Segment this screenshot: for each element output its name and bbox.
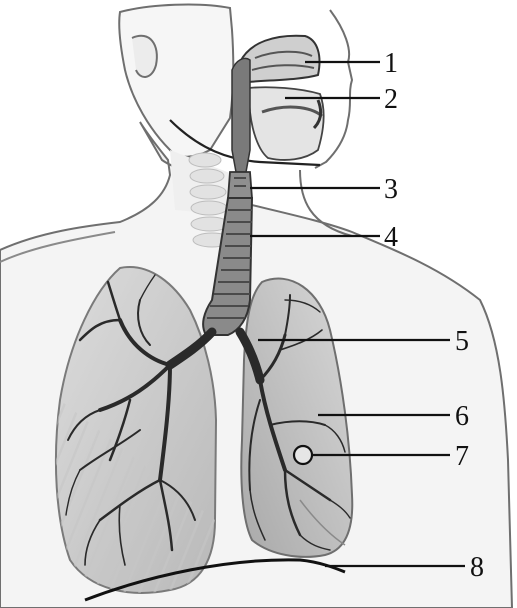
label-6: 6 [455,401,469,432]
label-5: 5 [455,326,469,357]
pharynx [232,58,250,172]
label-1: 1 [384,48,398,79]
label-8: 8 [470,552,484,583]
label-3: 3 [384,174,398,205]
label-2: 2 [384,84,398,115]
label-7: 7 [455,441,469,472]
label-4: 4 [384,222,398,253]
larynx [228,172,252,198]
nasal-cavity [240,36,319,82]
alveoli-marker [294,446,312,464]
